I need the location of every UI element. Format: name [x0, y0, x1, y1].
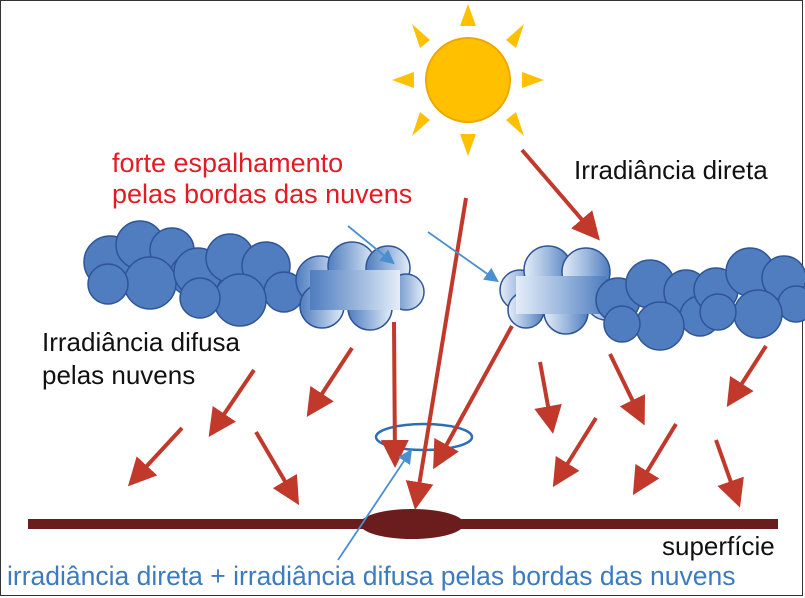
arrow-cloud-a [380, 321, 409, 468]
direct-irradiance-label: Irradiância direta [574, 155, 768, 185]
arrow-icon [127, 148, 768, 510]
edge-scattering-line-2: pelas bordas das nuvens [112, 179, 413, 210]
cloud-left-2 [173, 233, 305, 327]
arrow-diffuse-4 [254, 430, 300, 506]
arrow-diffuse-5 [534, 361, 562, 434]
sun-icon [392, 4, 544, 156]
arrow-diffuse-7 [726, 344, 768, 408]
pointer-lines [337, 225, 499, 561]
surface-spot [360, 509, 464, 539]
pointer-right [427, 231, 499, 283]
cloud-right-3 [693, 247, 805, 339]
arrow-diffuse-10 [714, 439, 744, 508]
edge-scattering-label: forte espalhamento pelas bordas das nuve… [112, 148, 412, 210]
arrow-diffuse-3 [127, 426, 184, 487]
diffuse-irradiance-label: Irradiância difusa pelas nuvens [42, 326, 240, 391]
surface-label: superfície [662, 531, 775, 561]
edge-scattering-line-1: forte espalhamento [112, 148, 344, 178]
arrow-direct-1 [520, 148, 600, 241]
arrow-diffuse-2 [208, 368, 256, 437]
arrow-diffuse-8 [552, 416, 598, 488]
cloud-left-edge [295, 241, 425, 331]
pointer-left [347, 225, 395, 265]
arrow-sun-down [405, 197, 468, 510]
pointer-bottom [337, 449, 412, 561]
diffuse-line-1: Irradiância difusa [42, 327, 240, 357]
arrow-cloud-b [433, 325, 514, 470]
diffuse-line-2: pelas nuvens [42, 359, 196, 390]
arrow-diffuse-6 [608, 353, 645, 426]
combined-irradiance-label: irradiância direta + irradiância difusa … [7, 561, 736, 591]
arrow-diffuse-9 [632, 422, 678, 496]
arrow-diffuse-1 [306, 346, 354, 418]
